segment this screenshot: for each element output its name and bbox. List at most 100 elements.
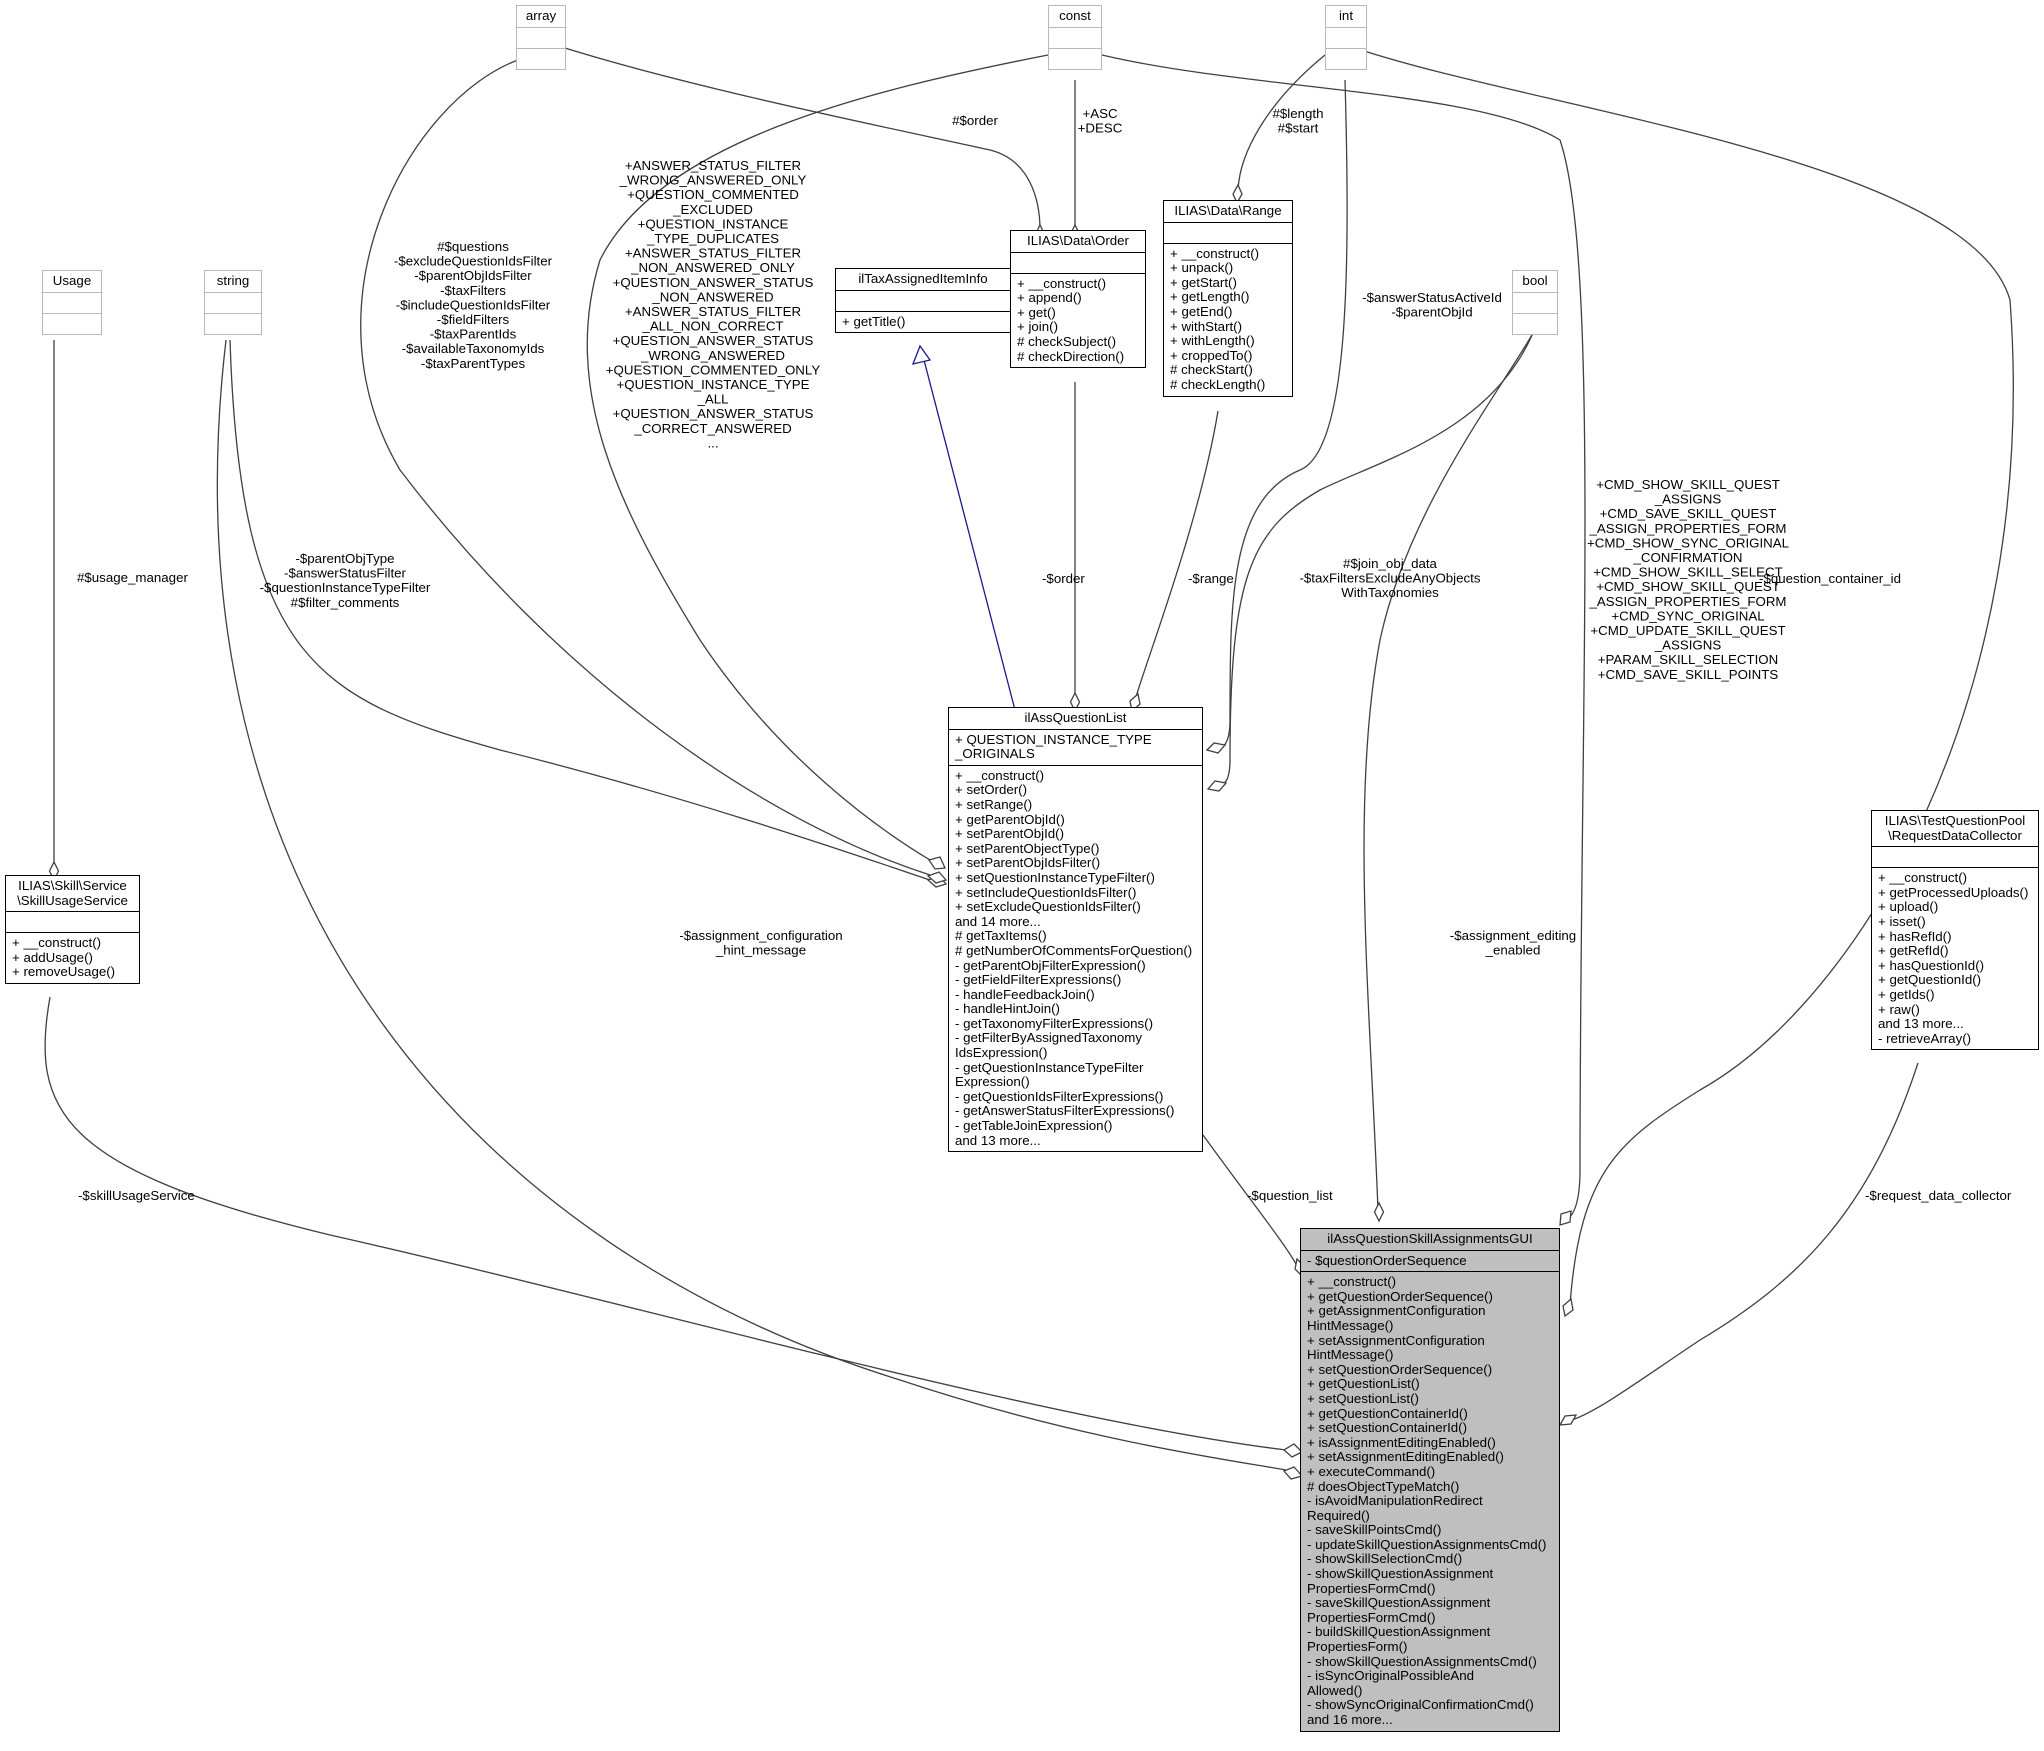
edge-label-line: _NON_ANSWERED [651, 289, 773, 304]
class-attributes [517, 28, 565, 49]
edge-label-line: #$start [1278, 121, 1319, 136]
method-row: - updateSkillQuestionAssignmentsCmd() [1307, 1536, 1547, 1552]
method-row: + getLength() [1170, 289, 1250, 305]
edge-label-usage-manager: #$usage_manager [77, 570, 188, 585]
method-row: + __construct() [1878, 870, 1968, 886]
method-row: - getFieldFilterExpressions() [955, 972, 1122, 988]
method-row: + upload() [1878, 899, 1939, 915]
method-row: + getAssignmentConfiguration HintMessage… [1307, 1303, 1486, 1333]
edge-label-line: +QUESTION_INSTANCE_TYPE [617, 377, 810, 392]
edge-string-list [229, 339, 931, 881]
method-row: + addUsage() [12, 949, 93, 965]
edge-label-line: -$taxParentTypes [421, 356, 526, 371]
class-question-skill-assignments-gui: ilAssQuestionSkillAssignmentsGUI- $quest… [1300, 1228, 1560, 1732]
method-row: and 14 more... [955, 913, 1041, 929]
method-row: - retrieveArray() [1878, 1030, 1972, 1046]
method-row: + setQuestionContainerId() [1307, 1420, 1468, 1436]
method-row: + getProcessedUploads() [1878, 884, 2029, 900]
edge-label-line: _WRONG_ANSWERED_ONLY [619, 173, 807, 188]
method-row: + getParentObjId() [955, 811, 1065, 827]
edge-label-line: -$taxFiltersExcludeAnyObjects [1299, 571, 1480, 586]
edge-label-const-gui: +CMD_SHOW_SKILL_QUEST_ASSIGNS+CMD_SAVE_S… [1587, 477, 1789, 682]
edge-label-line: _ASSIGNS [1654, 492, 1722, 507]
edge-string-gui-diamond [1282, 1466, 1304, 1480]
class-const: const [1048, 5, 1102, 70]
method-row: - handleFeedbackJoin() [955, 986, 1095, 1002]
class-attributes: + QUESTION_INSTANCE_TYPE _ORIGINALS [949, 730, 1202, 766]
method-row: + getTitle() [842, 313, 906, 329]
class-usage: Usage [42, 270, 102, 335]
method-row: - showSyncOriginalConfirmationCmd() [1307, 1697, 1534, 1713]
class-attributes [1872, 847, 2038, 869]
method-row: - isSyncOriginalPossibleAnd Allowed() [1307, 1668, 1475, 1698]
method-row: - getParentObjFilterExpression() [955, 957, 1146, 973]
edge-label-string-list: -$parentObjType-$answerStatusFilter-$que… [260, 551, 431, 610]
edge-label-line: +CMD_UPDATE_SKILL_QUEST [1590, 623, 1785, 638]
edge-label-line: _ALL [696, 392, 728, 407]
edge-label-array-order: #$order [952, 113, 998, 128]
class-title: ilTaxAssignedItemInfo [836, 269, 1010, 291]
edge-int-gui [1354, 47, 2014, 1306]
class-attributes [6, 912, 139, 934]
edge-label-array-list: #$questions-$excludeQuestionIdsFilter-$p… [394, 239, 553, 371]
edge-string-gui [216, 339, 1287, 1471]
class-methods: + __construct()+ append()+ get()+ join()… [1011, 274, 1145, 368]
method-row: + hasQuestionId() [1878, 957, 1985, 973]
class-attributes [1011, 253, 1145, 274]
method-row: + getEnd() [1170, 303, 1233, 319]
method-row: + join() [1017, 319, 1059, 335]
edge-collector-gui-diamond [1558, 1414, 1578, 1426]
edge-label-bool-gui: -$assignment_editing_enabled [1450, 928, 1576, 958]
method-row: + setParentObjIdsFilter() [955, 855, 1101, 871]
edge-label-range-list: -$range [1188, 571, 1234, 586]
method-row: + setRange() [955, 796, 1033, 812]
class-methods [1326, 49, 1366, 69]
class-data-range: ILIAS\Data\Range+ __construct()+ unpack(… [1163, 200, 1293, 397]
method-row: + getQuestionList() [1307, 1376, 1420, 1392]
class-title: ILIAS\Data\Order [1011, 231, 1145, 253]
edge-label-line: _ALL_NON_CORRECT [641, 319, 783, 334]
class-methods [43, 314, 101, 334]
method-row: # getNumberOfCommentsForQuestion() [955, 942, 1193, 958]
edge-label-line: -$request_data_collector [1865, 1188, 2012, 1203]
method-row: + executeCommand() [1307, 1463, 1436, 1479]
class-methods: + __construct()+ getProcessedUploads()+ … [1872, 868, 2038, 1049]
edge-label-line: -$range [1188, 571, 1234, 586]
method-row: + append() [1017, 290, 1082, 306]
edge-label-line: #$usage_manager [77, 570, 188, 585]
edge-label-line: _ASSIGN_PROPERTIES_FORM [1588, 521, 1786, 536]
class-title: int [1326, 6, 1366, 28]
edge-label-line: _ASSIGNS [1654, 638, 1722, 653]
edge-label-int-gui: -$question_container_id [1759, 571, 1901, 586]
method-row: + isset() [1878, 913, 1926, 929]
edge-label-line: -$assignment_configuration [679, 928, 842, 943]
method-row: # checkLength() [1170, 376, 1266, 392]
edge-label-line: #$filter_comments [291, 595, 400, 610]
method-row: # checkSubject() [1017, 333, 1117, 349]
method-row: + getQuestionOrderSequence() [1307, 1288, 1493, 1304]
method-row: and 13 more... [1878, 1016, 1964, 1032]
edge-const-list-diamond [927, 856, 946, 870]
edge-label-line: +QUESTION_COMMENTED [627, 187, 799, 202]
edge-int-range [1237, 54, 1326, 191]
edge-bool-gui-diamond [1373, 1201, 1385, 1223]
edge-label-line: _WRONG_ANSWERED [640, 348, 785, 363]
method-row: + __construct() [1017, 275, 1107, 291]
method-row: # getTaxItems() [955, 928, 1047, 944]
method-row: # doesObjectTypeMatch() [1307, 1478, 1460, 1494]
edge-label-line: _hint_message [715, 943, 806, 958]
edge-label-line: +QUESTION_ANSWER_STATUS [613, 406, 814, 421]
method-row: + getQuestionId() [1878, 972, 1982, 988]
class-title: Usage [43, 271, 101, 293]
edge-label-line: -$answerStatusFilter [284, 566, 407, 581]
edge-label-line: _EXCLUDED [672, 202, 753, 217]
edge-label-line: +CMD_SYNC_ORIGINAL [1611, 608, 1764, 623]
edge-label-line: #$length [1272, 106, 1323, 121]
edge-label-line: #$questions [437, 239, 509, 254]
method-row: + withLength() [1170, 333, 1255, 349]
edge-label-line: ... [707, 435, 718, 450]
method-row: - getFilterByAssignedTaxonomy IdsExpress… [955, 1030, 1142, 1061]
class-methods: + getTitle() [836, 312, 1010, 333]
edge-label-const-order: +ASC+DESC [1078, 106, 1123, 136]
